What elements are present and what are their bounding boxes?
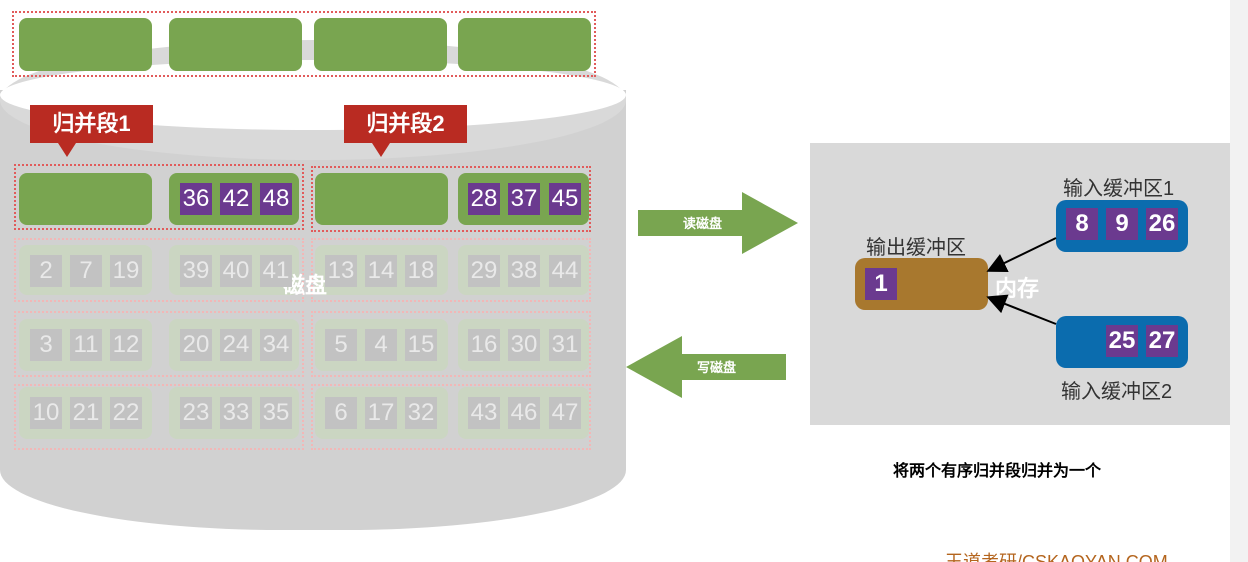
disk-cell-seg1-right-r2-2: 40	[220, 255, 252, 287]
top-buffer-block-2	[169, 18, 302, 71]
buffer-connector-arrows	[986, 237, 1057, 325]
disk-cell-seg1-right-r2-3: 41	[260, 255, 292, 287]
disk-cell-seg2-left-r3-3: 15	[405, 329, 437, 361]
disk-cell-seg2-left-r4-3: 32	[405, 397, 437, 429]
disk-cell-seg2-right-r1-1: 28	[468, 183, 500, 215]
input-buffer-1-value-1: 8	[1066, 208, 1098, 240]
disk-cell-seg2-right-r3-1: 16	[468, 329, 500, 361]
seg2-row1-block-a	[315, 173, 448, 225]
disk-cell-seg2-left-r3-1: 5	[325, 329, 357, 361]
input-buffer-1-value-3: 26	[1146, 208, 1178, 240]
input-buffer-2-label: 输入缓冲区2	[1061, 381, 1173, 403]
disk-cell-seg1-left-r2-2: 7	[70, 255, 102, 287]
output-buffer-label: 输出缓冲区	[866, 237, 966, 259]
seg1-row1-block-a	[19, 173, 152, 225]
disk-cell-seg2-left-r3-2: 4	[365, 329, 397, 361]
segment-1-row-3-outline	[14, 311, 304, 377]
segment-1-row-4-outline	[14, 384, 304, 450]
input-buffer-2-value-2: 27	[1146, 325, 1178, 357]
disk-cell-seg1-right-r4-1: 23	[180, 397, 212, 429]
disk-cell-seg2-right-r1-2: 37	[508, 183, 540, 215]
footer-brand: 王道考研/CSKAOYAN.COM	[945, 552, 1168, 562]
disk-cell-seg1-right-r4-3: 35	[260, 397, 292, 429]
disk-cell-seg2-right-r2-3: 44	[549, 255, 581, 287]
disk-cell-seg1-right-r1-2: 42	[220, 183, 252, 215]
disk-cell-seg2-left-r2-1: 13	[325, 255, 357, 287]
segment-1-row-2-outline	[14, 238, 304, 302]
segment-2-row-2-outline	[311, 238, 591, 302]
merge-segment-2-label: 归并段2	[366, 111, 445, 136]
disk-cell-seg2-right-r4-3: 47	[549, 397, 581, 429]
disk-cell-seg2-left-r4-2: 17	[365, 397, 397, 429]
disk-cell-seg1-right-r4-2: 33	[220, 397, 252, 429]
write-disk-arrow	[626, 336, 786, 398]
merge-segment-2-pointer	[372, 143, 390, 157]
disk-cell-seg1-right-r1-1: 36	[180, 183, 212, 215]
disk-cell-seg2-right-r2-2: 38	[508, 255, 540, 287]
disk-cell-seg1-left-r3-3: 12	[110, 329, 142, 361]
output-buffer-value-1: 1	[865, 268, 897, 300]
disk-cell-seg1-left-r4-3: 22	[110, 397, 142, 429]
merge-segment-1-tag: 归并段1	[30, 105, 153, 157]
disk-cell-seg1-left-r2-3: 19	[110, 255, 142, 287]
segment-2-row-3-outline	[311, 311, 591, 377]
disk-cell-seg2-left-r2-2: 14	[365, 255, 397, 287]
input-buffer-1-label: 输入缓冲区1	[1063, 178, 1175, 200]
read-disk-label: 读磁盘	[683, 216, 723, 231]
disk-cell-seg1-left-r4-2: 21	[70, 397, 102, 429]
top-buffer-block-1	[19, 18, 152, 71]
segment-2-row-4-outline	[311, 384, 591, 450]
disk-cell-seg1-right-r3-3: 34	[260, 329, 292, 361]
read-disk-arrow	[638, 192, 798, 254]
disk-cell-seg2-left-r2-3: 18	[405, 255, 437, 287]
top-buffer-block-4	[458, 18, 591, 71]
top-buffer-block-3	[314, 18, 447, 71]
input-buffer-2-value-1: 25	[1106, 325, 1138, 357]
merge-segment-2-tag: 归并段2	[344, 105, 467, 157]
disk-cell-seg1-left-r3-2: 11	[70, 329, 102, 361]
disk-cell-seg2-right-r3-2: 30	[508, 329, 540, 361]
right-edge-strip	[1230, 0, 1248, 562]
disk-cell-seg1-right-r3-1: 20	[180, 329, 212, 361]
segment-1-row-1-outline	[14, 164, 304, 230]
disk-cell-seg2-right-r4-2: 46	[508, 397, 540, 429]
disk-cell-seg1-left-r4-1: 10	[30, 397, 62, 429]
disk-cell-seg2-right-r1-3: 45	[549, 183, 581, 215]
merge-segment-1-pointer	[58, 143, 76, 157]
caption: 将两个有序归并段归并为一个	[893, 463, 1102, 480]
input-buffer-1-value-2: 9	[1106, 208, 1138, 240]
disk-cell-seg1-right-r3-2: 24	[220, 329, 252, 361]
write-disk-label: 写磁盘	[697, 360, 737, 375]
disk-cell-seg2-right-r2-1: 29	[468, 255, 500, 287]
disk-cell-seg2-right-r4-1: 43	[468, 397, 500, 429]
disk-cell-seg1-right-r1-3: 48	[260, 183, 292, 215]
disk-cell-seg1-left-r2-1: 2	[30, 255, 62, 287]
disk-cell-seg2-left-r4-1: 6	[325, 397, 357, 429]
segment-2-row-1-outline	[311, 166, 591, 232]
top-buffer-outline	[12, 11, 596, 77]
merge-segment-1-label: 归并段1	[52, 111, 131, 136]
disk-cell-seg2-right-r3-3: 31	[549, 329, 581, 361]
disk-body	[0, 90, 626, 530]
disk-cell-seg1-left-r3-1: 3	[30, 329, 62, 361]
disk-cell-seg1-right-r2-1: 39	[180, 255, 212, 287]
